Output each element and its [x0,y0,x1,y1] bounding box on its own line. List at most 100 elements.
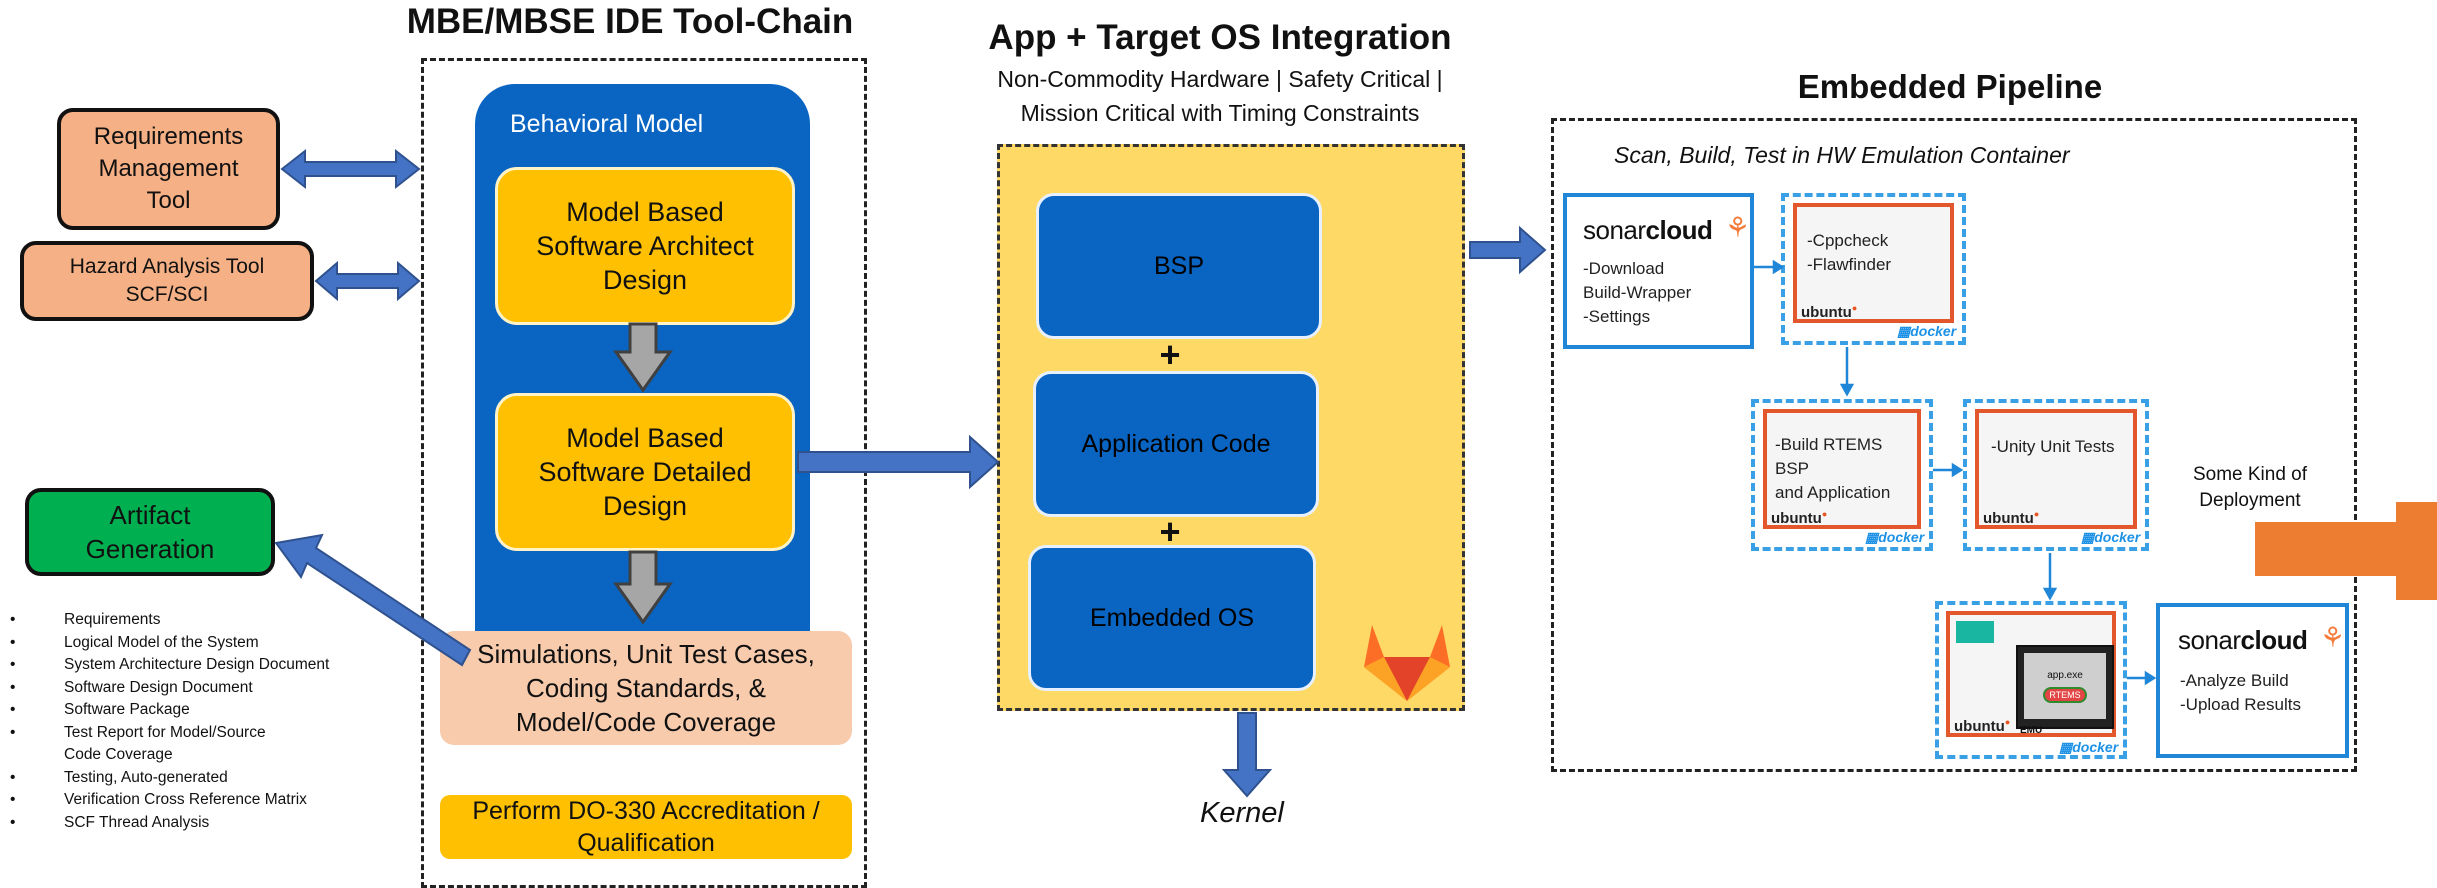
emulator-inner: app.exe RTEMS ubuntu● EMU [1946,611,2116,737]
detailed-design-box: Model Based Software Detailed Design [495,393,795,551]
kernel-label: Kernel [1200,797,1284,829]
app-exe-label: app.exe [2047,669,2083,681]
simulations-label: Simulations, Unit Test Cases, Coding Sta… [477,639,815,737]
docker-logo: ▦docker [1865,529,1925,545]
artifact-item: Software Package [6,699,426,722]
gitlab-icon [1364,625,1450,701]
pipeline-container [1551,118,2357,772]
sonarcloud-logo: sonarcloud [1583,215,1713,246]
sonarcloud-analyze-box: sonarcloud ⚘ -Analyze Build -Upload Resu… [2156,603,2349,758]
requirements-management-tool: Requirements Management Tool [57,108,280,230]
app-exe-box: app.exe RTEMS [2024,653,2106,719]
sonarcloud-download-box: sonarcloud ⚘ -Download Build-Wrapper -Se… [1563,193,1754,349]
integration-subtitle: Non-Commodity Hardware | Safety Critical… [920,62,1520,130]
sonarcloud-icon: ⚘ [2320,622,2346,653]
artifact-item: Code Coverage [64,746,173,763]
application-code-label: Application Code [1081,429,1271,458]
unity-tests-container: -Unity Unit Tests ubuntu● ▦docker [1963,399,2149,551]
deployment-arrow [2255,502,2437,600]
docker-word: docker [2094,529,2141,545]
cloud-word: cloud [1645,215,1713,245]
arrow-to-pipeline [1469,225,1547,275]
ubuntu-logo: ubuntu● [1771,509,1828,527]
embedded-os-label: Embedded OS [1090,603,1254,632]
emulator-screen: app.exe RTEMS [2016,645,2114,729]
connector-arrows [274,148,2437,798]
arrow-to-artifact [274,533,472,667]
artifact-item: Testing, Auto-generated [6,767,426,790]
pipeline-caption: Scan, Build, Test in HW Emulation Contai… [1614,142,2070,168]
hazard-analysis-tool: Hazard Analysis Tool SCF/SCI [20,241,314,321]
grey-down-arrow-2 [613,550,673,625]
double-arrow-hazard [314,260,421,302]
simulations-box: Simulations, Unit Test Cases, Coding Sta… [440,631,852,745]
ide-toolchain-title: MBE/MBSE IDE Tool-Chain [406,2,854,41]
build-rtems-text: -Build RTEMS BSP and Application [1775,435,1891,502]
integration-subtitle-line1: Non-Commodity Hardware | Safety Critical… [997,66,1443,92]
do330-box: Perform DO-330 Accreditation / Qualifica… [440,795,852,859]
artifact-list: Requirements Logical Model of the System… [6,609,426,834]
ubuntu-word: ubuntu [1983,510,2034,527]
ubuntu-word: ubuntu [1954,718,2005,735]
sonar-word: sonar [1583,215,1646,245]
hazard-tool-label: Hazard Analysis Tool [69,255,265,278]
emulator-container: app.exe RTEMS ubuntu● EMU ▦docker [1935,601,2127,759]
architect-design-label: Model Based Software Architect Design [536,197,754,295]
detailed-design-label: Model Based Software Detailed Design [538,423,752,521]
double-arrow-requirements [280,148,421,190]
rtems-badge: RTEMS [2043,686,2087,703]
ubuntu-word: ubuntu [1801,304,1852,321]
artifact-item: SCF Thread Analysis [6,812,426,835]
sonar-word: sonar [2178,625,2241,655]
sonarcloud-analyze-text: -Analyze Build -Upload Results [2180,671,2301,714]
artifact-item: Software Design Document [6,677,426,700]
ubuntu-logo: ubuntu● [1801,303,1858,321]
cppcheck-inner: -Cppcheck -Flawfinder ubuntu● [1793,203,1954,323]
docker-word: docker [1910,323,1957,339]
docker-logo: ▦docker [2059,739,2119,755]
cloud-word: cloud [2240,625,2308,655]
artifact-item: Test Report for Model/Source [6,722,426,745]
artifact-item: Logical Model of the System [6,632,426,655]
artifact-item: System Architecture Design Document [6,654,426,677]
bsp-box: BSP [1036,193,1322,339]
artifact-generation-box: Artifact Generation [25,488,275,576]
ubuntu-logo: ubuntu● [1954,717,2011,735]
sonarcloud-logo: sonarcloud [2178,625,2308,656]
ubuntu-word: ubuntu [1771,510,1822,527]
build-rtems-container: -Build RTEMS BSP and Application ubuntu●… [1751,399,1933,551]
deployment-label: Some Kind of Deployment [2192,464,2308,511]
artifact-generation-label: Artifact Generation [85,500,215,564]
architect-design-box: Model Based Software Architect Design [495,167,795,325]
emu-label: EMU [2020,725,2043,736]
docker-logo: ▦docker [2081,529,2141,545]
requirements-tool-label: Requirements Management Tool [93,123,244,214]
behavioral-model-label: Behavioral Model [510,110,704,138]
sonarcloud-download-text: -Download Build-Wrapper -Settings [1583,259,1692,326]
application-code-box: Application Code [1033,371,1319,517]
docker-logo: ▦docker [1897,323,1957,339]
ubuntu-logo: ubuntu● [1983,509,2040,527]
artifact-item: Verification Cross Reference Matrix [6,789,426,812]
grey-down-arrow-1 [613,322,673,393]
cppcheck-container: -Cppcheck -Flawfinder ubuntu● ▦docker [1781,193,1966,345]
unity-tests-text: -Unity Unit Tests [1991,437,2115,456]
emulator-chip-icon [1956,621,1994,643]
arrow-to-integration [797,434,1000,490]
arrow-to-kernel [1221,712,1273,798]
sonarcloud-icon: ⚘ [1725,212,1751,243]
docker-word: docker [1878,529,1925,545]
do330-label: Perform DO-330 Accreditation / Qualifica… [472,797,820,857]
cppcheck-text: -Cppcheck -Flawfinder [1807,231,1892,274]
bsp-label: BSP [1153,251,1205,280]
build-rtems-inner: -Build RTEMS BSP and Application ubuntu● [1763,409,1921,529]
embedded-os-box: Embedded OS [1028,545,1316,691]
integration-subtitle-line2: Mission Critical with Timing Constraints [1020,100,1420,126]
plus-sign: + [1159,511,1181,552]
docker-word: docker [2072,739,2119,755]
integration-title: App + Target OS Integration [988,18,1452,57]
artifact-item: Requirements [6,609,426,632]
plus-sign: + [1159,334,1181,375]
hazard-tool-sublabel: SCF/SCI [125,283,209,306]
pipeline-title: Embedded Pipeline [1797,68,2103,105]
